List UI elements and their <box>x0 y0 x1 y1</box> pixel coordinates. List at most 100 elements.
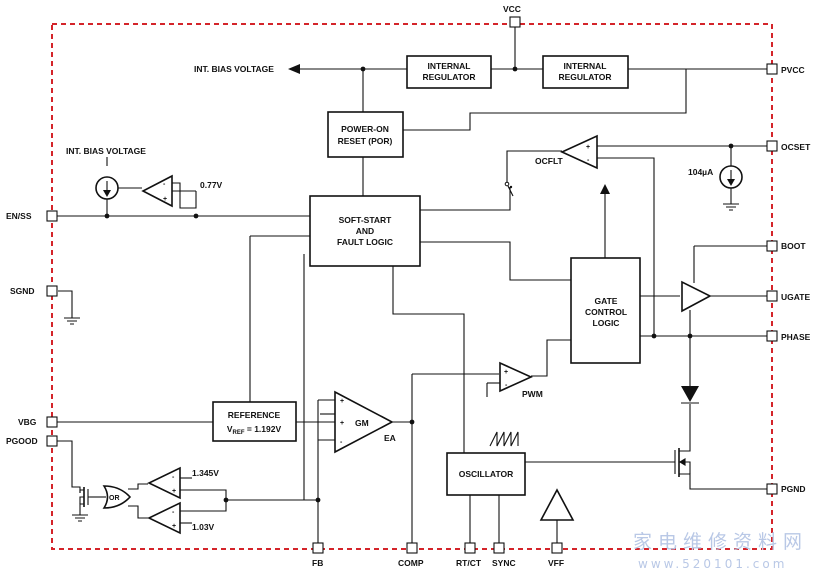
pins <box>46 16 778 554</box>
pin-vff-pad[interactable] <box>551 542 563 554</box>
gate-control-line3: LOGIC <box>593 318 620 328</box>
pin-vcc-pad[interactable] <box>509 16 521 28</box>
pwm-plus: + <box>504 369 508 376</box>
int-bias-voltage-top-label: INT. BIAS VOLTAGE <box>194 64 274 74</box>
por-line1: POWER-ON <box>341 124 389 134</box>
pgood-fet-icon <box>79 487 90 507</box>
pin-sgnd-label: SGND <box>10 286 35 296</box>
internal-regulator-2-box <box>542 55 629 89</box>
pin-pgood-label: PGOOD <box>6 436 38 446</box>
gate-control-box <box>570 257 641 364</box>
bias-comp-plus: + <box>163 196 167 203</box>
pin-vbg-label: VBG <box>18 417 37 427</box>
pgood-comparator-2-icon <box>147 501 181 535</box>
pin-ugate-label: UGATE <box>781 292 810 302</box>
gm-label: GM <box>355 418 369 428</box>
wires <box>57 27 767 543</box>
gm-plus2: + <box>340 420 344 427</box>
ocflt-switch-icon <box>504 181 514 197</box>
bias-comparator-icon <box>141 174 173 208</box>
pgood-ground-icon <box>72 514 88 522</box>
gm-plus1: + <box>340 398 344 405</box>
watermark-url: www.520101.com <box>638 557 787 571</box>
ea-label: EA <box>384 433 396 443</box>
pin-phase-pad[interactable] <box>766 330 778 342</box>
or-gate-label: OR <box>109 495 120 502</box>
pwm-comparator-icon <box>499 361 533 393</box>
pin-pvcc-pad[interactable] <box>766 63 778 75</box>
ocflt-label: OCFLT <box>535 156 564 166</box>
ugate-driver-icon <box>681 280 712 313</box>
pin-fb-pad[interactable] <box>312 542 324 554</box>
gate-control-line2: CONTROL <box>585 307 627 317</box>
int-bias-voltage-left-label: INT. BIAS VOLTAGE <box>66 146 146 156</box>
pin-vbg-pad[interactable] <box>46 416 58 428</box>
low-side-fet-icon <box>673 446 691 481</box>
reference-box <box>212 401 297 442</box>
arrow-up-icon <box>600 184 610 194</box>
soft-start-line1: SOFT-START <box>339 215 393 225</box>
por-box <box>327 111 404 158</box>
pin-boot-pad[interactable] <box>766 240 778 252</box>
v103-label: 1.03V <box>192 522 215 532</box>
gm-amp-icon <box>334 390 394 454</box>
internal-regulator-1-box <box>406 55 492 89</box>
pin-pvcc-label: PVCC <box>781 65 805 75</box>
pin-comp-label: COMP <box>398 558 424 568</box>
pin-rt-ct-label: RT/CT <box>456 558 482 568</box>
ocset-ground-icon <box>723 203 739 211</box>
oscillator-label: OSCILLATOR <box>459 469 513 479</box>
pin-boot-label: BOOT <box>781 241 806 251</box>
junctions <box>104 66 734 503</box>
pin-sync-pad[interactable] <box>493 542 505 554</box>
pwm-label: PWM <box>522 389 543 399</box>
pin-pgnd-label: PGND <box>781 484 806 494</box>
bias-current-source-icon <box>95 176 119 200</box>
pin-sgnd-pad[interactable] <box>46 285 58 297</box>
gm-minus: - <box>340 439 343 446</box>
pin-pgood-pad[interactable] <box>46 435 58 447</box>
pin-vff-label: VFF <box>548 558 564 568</box>
pin-sync-label: SYNC <box>492 558 516 568</box>
ocset-current-source-icon <box>719 165 743 189</box>
pg2-minus: - <box>172 509 175 516</box>
sawtooth-icon <box>489 431 519 447</box>
pin-ocset-label: OCSET <box>781 142 811 152</box>
soft-start-line2: AND <box>356 226 374 236</box>
pin-en-ss-label: EN/SS <box>6 211 32 221</box>
diode-icon <box>681 386 699 404</box>
soft-start-box <box>309 195 421 267</box>
pg1-minus: - <box>172 474 175 481</box>
pin-rt-ct-pad[interactable] <box>464 542 476 554</box>
soft-start-line3: FAULT LOGIC <box>337 237 393 247</box>
pin-phase-label: PHASE <box>781 332 811 342</box>
i104-label: 104µA <box>688 167 713 177</box>
or-gate-icon <box>102 485 132 509</box>
pg1-plus: + <box>172 488 176 495</box>
ground-icon <box>64 317 80 325</box>
reference-value: VREF = 1.192V <box>227 424 282 436</box>
reference-title: REFERENCE <box>228 410 281 420</box>
internal-regulator-2-line2: REGULATOR <box>558 72 611 82</box>
vff-buffer-icon <box>539 488 575 521</box>
pin-vcc-label: VCC <box>503 4 521 14</box>
watermark-cn: 家电维修资料网 <box>633 531 808 553</box>
bias-comp-minus: - <box>163 181 166 188</box>
v1345-label: 1.345V <box>192 468 219 478</box>
ocflt-minus: - <box>587 157 590 164</box>
arrow-left-icon <box>288 64 300 74</box>
oscillator-box <box>446 452 526 496</box>
pin-en-ss-pad[interactable] <box>46 210 58 222</box>
pwm-minus: - <box>505 382 508 389</box>
pin-fb-label: FB <box>312 558 323 568</box>
pin-ocset-pad[interactable] <box>766 140 778 152</box>
v077-label: 0.77V <box>200 180 223 190</box>
pin-ugate-pad[interactable] <box>766 290 778 302</box>
pin-comp-pad[interactable] <box>406 542 418 554</box>
pin-pgnd-pad[interactable] <box>766 483 778 495</box>
por-line2: RESET (POR) <box>338 136 393 146</box>
internal-regulator-1-line1: INTERNAL <box>428 61 471 71</box>
ocflt-plus: + <box>586 144 590 151</box>
